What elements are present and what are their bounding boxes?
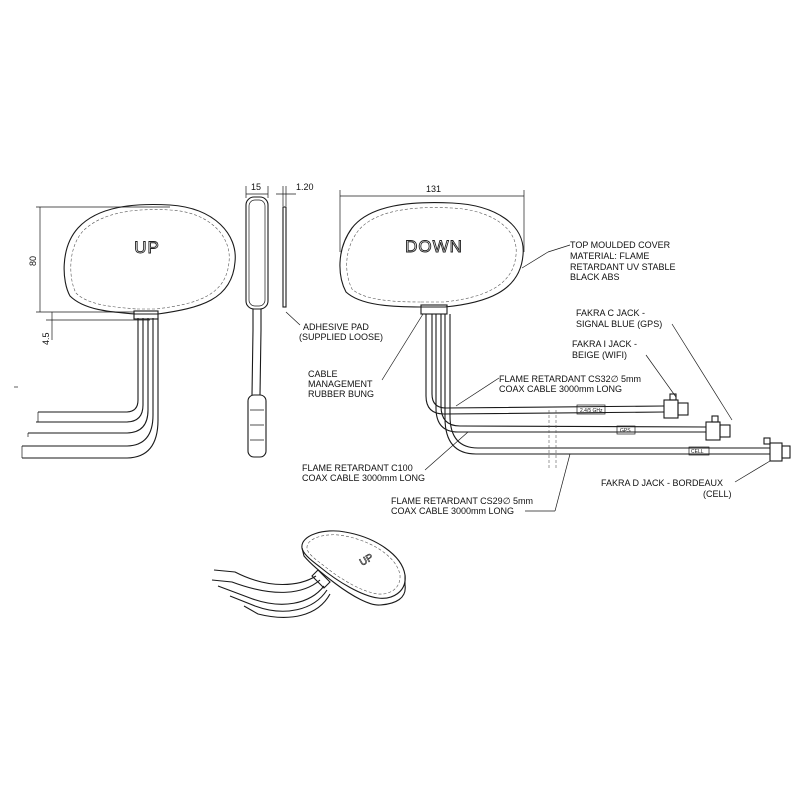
iso-bung	[311, 569, 331, 589]
c100-callout-2: COAX CABLE 3000mm LONG	[302, 473, 425, 483]
fakra-i-callout-2: BEIGE (WIFI)	[572, 350, 627, 360]
cs29-callout-2: COAX CABLE 3000mm LONG	[391, 506, 514, 516]
top-view: UP 80 4.5	[14, 203, 236, 459]
dim-base-text: 4.5	[41, 332, 51, 345]
fakra-c-body	[705, 421, 721, 441]
cable-gps	[435, 314, 707, 433]
cable-break-marks	[548, 410, 557, 470]
cable-cell	[444, 314, 770, 455]
side-view-inner	[248, 199, 266, 307]
fakra-c-callout-1: FAKRA C JACK -	[576, 308, 645, 318]
bottom-view-label: DOWN	[405, 237, 463, 256]
top-view-bung	[133, 310, 159, 320]
side-view-body	[245, 196, 269, 310]
isometric-view: UP	[211, 530, 406, 618]
bung-leader	[381, 313, 424, 381]
iso-inner-outline	[306, 534, 401, 595]
iso-cables	[211, 569, 331, 618]
dim-height-text: 80	[28, 256, 38, 266]
cover-callout-1: TOP MOULDED COVER	[570, 240, 671, 250]
fakra-i-body	[663, 399, 679, 419]
cover-callout-3: RETARDANT UV STABLE	[570, 262, 676, 272]
side-view: 15 1.20 ADHESIVE PAD (SUPPLIED LOOSE)	[245, 182, 383, 458]
fakra-d-connector	[763, 437, 791, 462]
fakra-d-body	[769, 442, 783, 462]
cover-callout-4: BLACK ABS	[570, 272, 620, 282]
cover-callout-2: MATERIAL: FLAME	[570, 251, 649, 261]
tag-wifi	[576, 404, 606, 415]
fakra-i-callout-1: FAKRA I JACK -	[572, 339, 637, 349]
pad-callout-2: (SUPPLIED LOOSE)	[299, 332, 383, 342]
tag-cell-text: CELL	[691, 449, 704, 455]
cs32-callout-1: FLAME RETARDANT CS32∅ 5mm	[499, 374, 641, 384]
top-view-cables	[22, 318, 159, 459]
cs29-leader	[554, 453, 571, 512]
fakra-c-callout-2: SIGNAL BLUE (GPS)	[576, 319, 662, 329]
cs32-callout-2: COAX CABLE 3000mm LONG	[499, 384, 622, 394]
dim-pad-text: 1.20	[296, 182, 314, 192]
fakra-d-callout-2: (CELL)	[703, 489, 732, 499]
fakra-d-latch	[763, 437, 771, 445]
fakra-d-leader	[734, 460, 771, 483]
pad-callout-1: ADHESIVE PAD	[303, 322, 369, 332]
c100-leader	[424, 431, 469, 471]
cover-leader	[521, 251, 549, 269]
bung-callout-1: CABLE	[308, 369, 338, 379]
top-view-label: UP	[134, 238, 160, 257]
iso-top-surface	[301, 530, 406, 599]
fakra-d-tip	[781, 445, 791, 459]
side-view-connectors	[247, 394, 267, 458]
dim-width-text: 131	[426, 184, 441, 194]
bottom-view: DOWN 131 2.4/5 GHz GPS CELL	[302, 184, 791, 516]
pad-leader	[285, 311, 301, 326]
tag-wifi-text: 2.4/5 GHz	[580, 408, 603, 414]
iso-label: UP	[358, 552, 376, 569]
fakra-d-callout-1: FAKRA D JACK - BORDEAUX	[601, 478, 723, 488]
cover-leader-2	[547, 244, 571, 253]
side-view-connector-lines	[250, 409, 264, 441]
fakra-c-latch	[711, 415, 719, 423]
dim-thickness-text: 15	[251, 182, 261, 192]
fakra-i-connector	[663, 393, 689, 419]
c100-callout-1: FLAME RETARDANT C100	[302, 463, 413, 473]
bottom-view-bung	[420, 304, 448, 315]
top-view-inner-outline	[70, 209, 230, 310]
fakra-c-tip	[719, 424, 731, 438]
bottom-view-housing	[339, 202, 524, 308]
top-view-housing	[63, 203, 236, 315]
fakra-i-leader	[645, 354, 677, 398]
side-view-cable	[251, 309, 262, 396]
tag-gps	[616, 425, 636, 435]
bung-callout-3: RUBBER BUNG	[308, 389, 374, 399]
tag-cell	[688, 446, 710, 456]
bung-callout-2: MANAGEMENT	[308, 379, 373, 389]
fakra-i-latch	[669, 393, 677, 401]
cable-wifi	[425, 314, 665, 415]
fakra-i-tip	[677, 402, 689, 416]
cs32-leader	[455, 377, 500, 407]
iso-side-surface	[301, 547, 406, 606]
fakra-c-leader	[671, 323, 733, 421]
fakra-c-connector	[705, 415, 731, 441]
cs29-callout-1: FLAME RETARDANT CS29∅ 5mm	[391, 496, 533, 506]
tag-gps-text: GPS	[620, 428, 631, 434]
side-view-pad	[282, 206, 287, 308]
bottom-view-inner-outline	[346, 207, 517, 303]
